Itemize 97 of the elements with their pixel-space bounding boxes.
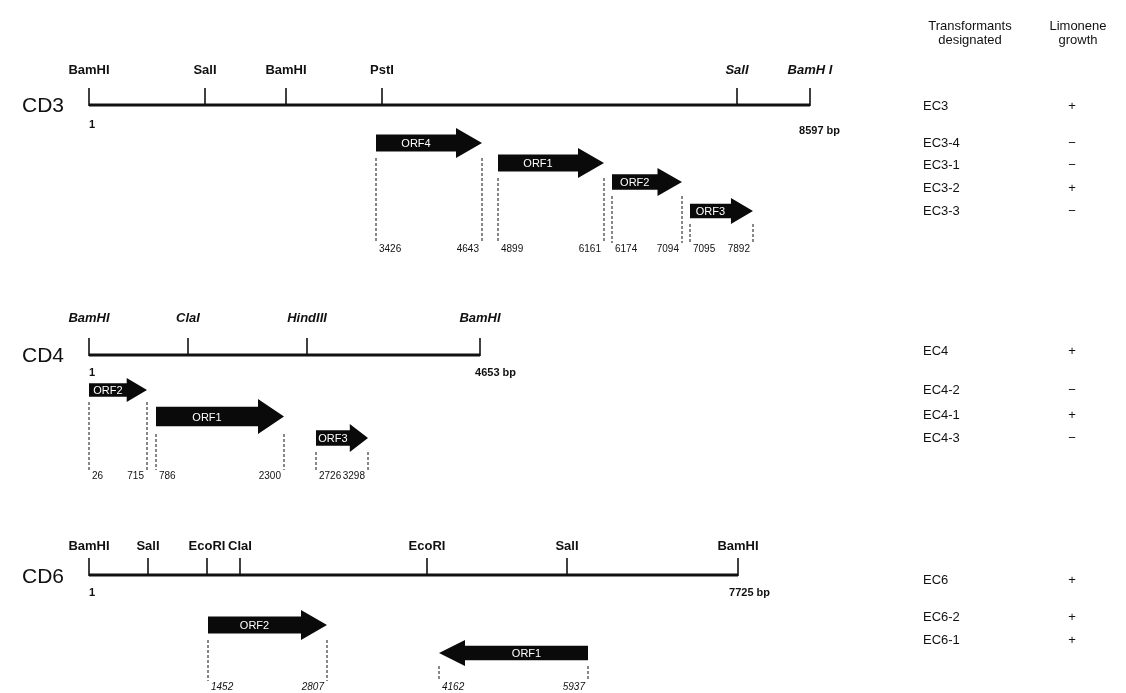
length-label: 4653 bp <box>475 365 516 379</box>
gene-block: ORF2 <box>612 168 682 196</box>
leader-line <box>611 195 613 244</box>
position-number: 786 <box>156 470 176 481</box>
restriction-site-label: SalI <box>725 62 749 78</box>
transformant-label: EC3 <box>923 98 949 114</box>
leader-line <box>155 433 157 471</box>
position-number: 1452 <box>208 681 234 692</box>
transformant-label: EC4-1 <box>923 407 960 423</box>
restriction-site-label: HindIII <box>287 310 327 326</box>
gene-block: ORF2 <box>89 378 147 402</box>
restriction-site-label: BamHI <box>459 310 501 326</box>
growth-result: + <box>1068 343 1076 359</box>
gene-block: ORF1 <box>439 640 588 666</box>
position-number: 3426 <box>376 243 402 254</box>
position-number: 7094 <box>656 243 682 254</box>
growth-result: − <box>1068 382 1076 398</box>
leader-line <box>681 195 683 244</box>
length-label: 7725 bp <box>729 585 770 599</box>
position-number: 2300 <box>258 470 284 481</box>
position-label: 1 <box>89 365 96 379</box>
growth-result: + <box>1068 609 1076 625</box>
position-label: 1 <box>89 117 96 131</box>
construct-label: CD3 <box>22 93 64 117</box>
leader-line <box>438 665 440 682</box>
gene-block: ORF3 <box>316 424 368 452</box>
transformant-label: EC3-3 <box>923 203 960 219</box>
growth-result: + <box>1068 180 1076 196</box>
gene-block: ORF4 <box>376 128 482 158</box>
position-number: 4899 <box>498 243 524 254</box>
restriction-site-label: BamHI <box>265 62 307 78</box>
restriction-site-label: BamH I <box>787 62 833 78</box>
leader-line <box>481 157 483 244</box>
leader-line <box>367 451 369 471</box>
position-number: 6174 <box>612 243 638 254</box>
restriction-site-label: BamHI <box>68 62 110 78</box>
gene-block: ORF3 <box>690 198 753 224</box>
position-label: 1 <box>89 585 96 599</box>
leader-line <box>497 177 499 244</box>
construct-label: CD4 <box>22 343 64 367</box>
leader-line <box>315 451 317 471</box>
transformant-label: EC4 <box>923 343 949 359</box>
leader-line <box>207 639 209 682</box>
position-number: 6161 <box>578 243 604 254</box>
position-number: 7892 <box>727 243 753 254</box>
transformant-label: EC3-1 <box>923 157 960 173</box>
leader-line <box>88 401 90 471</box>
transformant-label: EC3-4 <box>923 135 960 151</box>
growth-result: + <box>1068 98 1076 114</box>
growth-result: − <box>1068 203 1076 219</box>
restriction-site-label: SalI <box>555 538 579 554</box>
restriction-site-label: BamHI <box>68 538 110 554</box>
leader-line <box>603 177 605 244</box>
position-number: 2726 <box>316 470 342 481</box>
growth-result: − <box>1068 135 1076 151</box>
transformant-label: EC3-2 <box>923 180 960 196</box>
growth-result: − <box>1068 157 1076 173</box>
growth-result: + <box>1068 632 1076 648</box>
transformant-label: EC6-1 <box>923 632 960 648</box>
restriction-site-label: ClaI <box>228 538 252 554</box>
column-header: Transformants designated <box>927 18 1013 48</box>
restriction-site-label: SalI <box>193 62 217 78</box>
growth-result: + <box>1068 407 1076 423</box>
leader-line <box>752 223 754 244</box>
restriction-site-label: BamHI <box>717 538 759 554</box>
gene-block: ORF1 <box>156 399 284 434</box>
restriction-site-label: EcoRI <box>188 538 226 554</box>
gene-block: ORF2 <box>208 610 327 640</box>
restriction-site-label: BamHI <box>68 310 110 326</box>
position-number: 2807 <box>301 681 327 692</box>
position-number: 7095 <box>690 243 716 254</box>
length-label: 8597 bp <box>799 123 840 137</box>
restriction-site-label: EcoRI <box>408 538 446 554</box>
leader-line <box>326 639 328 682</box>
position-number: 4643 <box>456 243 482 254</box>
leader-line <box>146 401 148 471</box>
column-header: Limonene growth <box>1048 18 1108 48</box>
position-number: 4162 <box>439 681 465 692</box>
transformant-label: EC6-2 <box>923 609 960 625</box>
gene-block: ORF1 <box>498 148 604 178</box>
position-number: 3298 <box>342 470 368 481</box>
transformant-label: EC4-3 <box>923 430 960 446</box>
leader-line <box>375 157 377 244</box>
restriction-site-label: SalI <box>136 538 160 554</box>
restriction-site-label: ClaI <box>176 310 200 326</box>
position-number: 715 <box>127 470 147 481</box>
construct-label: CD6 <box>22 564 64 588</box>
transformant-label: EC6 <box>923 572 949 588</box>
leader-line <box>283 433 285 471</box>
transformant-label: EC4-2 <box>923 382 960 398</box>
growth-result: + <box>1068 572 1076 588</box>
position-number: 26 <box>89 470 104 481</box>
restriction-site-label: PstI <box>370 62 394 78</box>
growth-result: − <box>1068 430 1076 446</box>
position-number: 5937 <box>562 681 588 692</box>
leader-line <box>587 665 589 682</box>
leader-line <box>689 223 691 244</box>
